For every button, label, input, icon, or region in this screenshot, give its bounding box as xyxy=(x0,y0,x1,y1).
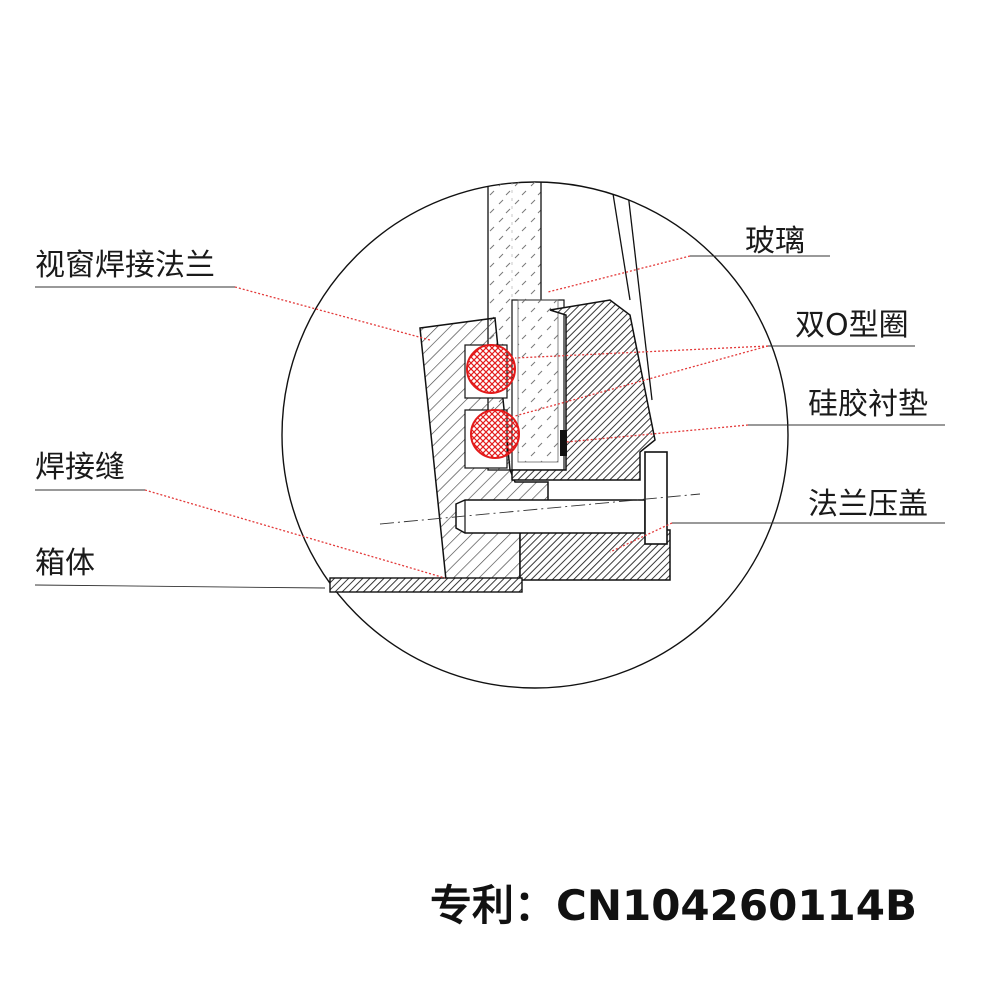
label-silicone-gasket: 硅胶衬垫 xyxy=(808,387,928,422)
flange-cover-upper xyxy=(511,299,656,481)
o-ring-lower xyxy=(470,409,520,459)
box-body-plate xyxy=(329,577,523,593)
glass-inner xyxy=(517,299,559,463)
label-flange-cover: 法兰压盖 xyxy=(808,487,928,522)
label-window-weld-flange: 视窗焊接法兰 xyxy=(35,248,215,283)
label-weld-seam: 焊接缝 xyxy=(35,450,125,485)
patent-number: 专利：CN104260114B xyxy=(430,881,917,930)
silicone-gasket xyxy=(560,430,567,456)
label-double-o-ring: 双O型圈 xyxy=(795,308,909,343)
leader-lines xyxy=(144,255,769,579)
label-box-body: 箱体 xyxy=(35,546,95,581)
o-ring-upper xyxy=(466,344,516,394)
label-rules xyxy=(34,255,945,589)
bolt xyxy=(379,451,701,545)
label-glass: 玻璃 xyxy=(745,224,805,259)
